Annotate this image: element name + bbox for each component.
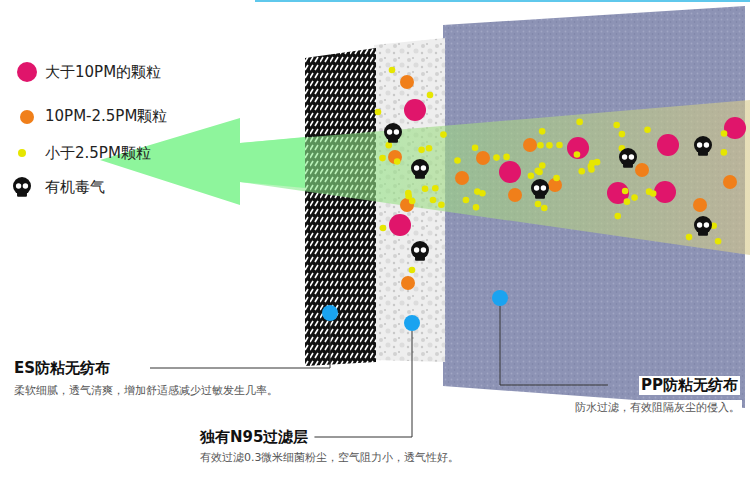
small-particle	[473, 204, 480, 211]
toxic-gas-skull	[694, 136, 712, 156]
small-particle	[430, 197, 437, 204]
medium-particle	[523, 138, 537, 152]
small-particle	[503, 154, 510, 161]
small-particle	[409, 267, 416, 274]
small-particle	[380, 225, 387, 232]
small-particle	[614, 213, 621, 220]
medium-particle	[401, 276, 415, 290]
airflow-band	[240, 100, 750, 255]
small-particle	[619, 131, 626, 138]
small-particle	[578, 168, 585, 175]
small-particle	[646, 188, 653, 195]
large-particle	[724, 117, 746, 139]
legend-label: 有机毒气	[45, 178, 105, 197]
small-particle	[438, 201, 445, 208]
small-particle	[721, 149, 728, 156]
small-particle	[624, 198, 631, 205]
callout-dot	[404, 315, 420, 331]
legend-swatch	[18, 149, 26, 157]
small-particle	[375, 109, 382, 116]
small-particle	[613, 122, 620, 129]
layer-description: 柔软细腻，透气清爽，增加舒适感减少过敏发生几率。	[12, 383, 280, 398]
toxic-gas-skull	[411, 241, 429, 261]
small-particle	[541, 205, 548, 212]
legend-swatch	[20, 110, 34, 124]
small-particle	[409, 198, 416, 205]
medium-particle	[693, 198, 707, 212]
layer-name: 独有N95过滤层	[198, 428, 310, 447]
large-particle	[499, 161, 521, 183]
legend-label: 10PM-2.5PM颗粒	[45, 107, 167, 126]
callout-dot	[492, 290, 508, 306]
small-particle	[426, 145, 433, 152]
small-particle	[537, 142, 544, 149]
callout-dot	[322, 305, 338, 321]
es-layer	[305, 48, 376, 366]
small-particle	[644, 126, 651, 133]
small-particle	[546, 142, 553, 149]
small-particle	[528, 173, 535, 180]
toxic-gas-skull	[531, 179, 549, 199]
large-particle	[654, 181, 676, 203]
small-particle	[394, 158, 401, 165]
leader-line	[150, 321, 330, 368]
medium-particle	[388, 150, 402, 164]
legend-label: 小于2.5PM颗粒	[45, 144, 151, 163]
small-particle	[539, 162, 546, 169]
small-particle	[576, 119, 583, 126]
legend-swatch	[17, 62, 37, 82]
small-particle	[463, 197, 470, 204]
toxic-gas-skull	[384, 123, 402, 143]
large-particle	[404, 99, 426, 121]
small-particle	[535, 201, 542, 208]
layer-name: ES防粘无纺布	[12, 359, 112, 378]
medium-particle	[723, 175, 737, 189]
small-particle	[622, 188, 629, 195]
small-particle	[553, 175, 560, 182]
toxic-gas-skull	[694, 216, 712, 236]
small-particle	[472, 144, 479, 151]
small-particle	[686, 234, 693, 241]
small-particle	[493, 154, 500, 161]
small-particle	[539, 128, 546, 135]
layer-name: PP防粘无纺布	[639, 376, 740, 395]
medium-particle	[400, 75, 414, 89]
small-particle	[594, 159, 601, 166]
medium-particle	[635, 163, 649, 177]
leader-line	[500, 306, 608, 385]
leader-line	[314, 331, 412, 437]
small-particle	[427, 92, 434, 99]
small-particle	[440, 131, 447, 138]
small-particle	[432, 185, 439, 192]
toxic-gas-skull	[411, 159, 429, 179]
medium-particle	[455, 171, 469, 185]
top-rule	[255, 0, 750, 2]
medium-particle	[508, 188, 522, 202]
large-particle	[567, 137, 589, 159]
small-particle	[379, 155, 386, 162]
small-particle	[631, 194, 638, 201]
large-particle	[657, 134, 679, 156]
small-particle	[422, 185, 429, 192]
medium-particle	[476, 151, 490, 165]
large-particle	[389, 214, 411, 236]
small-particle	[556, 142, 563, 149]
small-particle	[721, 130, 728, 137]
small-particle	[385, 142, 392, 149]
small-particle	[534, 168, 541, 175]
small-particle	[588, 166, 595, 173]
toxic-gas-skull	[13, 177, 31, 197]
small-particle	[474, 188, 481, 195]
small-particle	[574, 151, 581, 158]
legend-label: 大于10PM的颗粒	[45, 63, 161, 82]
small-particle	[389, 67, 396, 74]
small-particle	[715, 238, 722, 245]
small-particle	[454, 157, 461, 164]
layer-description: 防水过滤，有效阻隔灰尘的侵入。	[573, 400, 742, 415]
toxic-gas-skull	[619, 148, 637, 168]
small-particle	[418, 147, 425, 154]
layer-description: 有效过滤0.3微米细菌粉尘，空气阻力小，透气性好。	[198, 450, 462, 465]
